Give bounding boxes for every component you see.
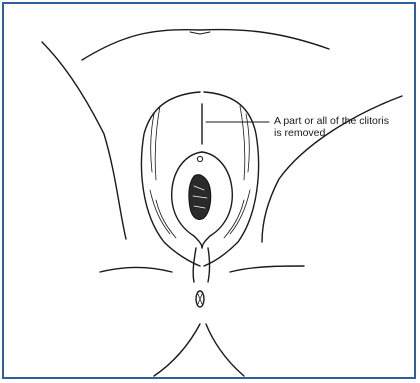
left-thigh-outline bbox=[42, 42, 126, 239]
anatomical-line-drawing bbox=[4, 4, 414, 377]
left-hatching bbox=[150, 106, 176, 238]
labia-majora-right bbox=[204, 92, 259, 266]
figure-frame: A part or all of the clitoris is removed bbox=[2, 2, 416, 379]
right-lower-crease bbox=[230, 266, 304, 272]
left-lower-crease bbox=[100, 268, 172, 273]
small-ring bbox=[197, 156, 202, 161]
annotation-label: A part or all of the clitoris is removed bbox=[274, 115, 414, 139]
upper-contour bbox=[82, 30, 329, 60]
labia-majora-left bbox=[141, 92, 200, 266]
top-mark bbox=[190, 32, 210, 34]
left-buttock-curve bbox=[154, 324, 200, 376]
annotation-line-2: is removed bbox=[274, 127, 414, 139]
lower-tail-right bbox=[208, 248, 210, 282]
anus-detail bbox=[198, 294, 202, 304]
annotation-line-1: A part or all of the clitoris bbox=[274, 115, 414, 127]
lower-tail-left bbox=[193, 248, 196, 282]
right-buttock-curve bbox=[206, 324, 244, 376]
